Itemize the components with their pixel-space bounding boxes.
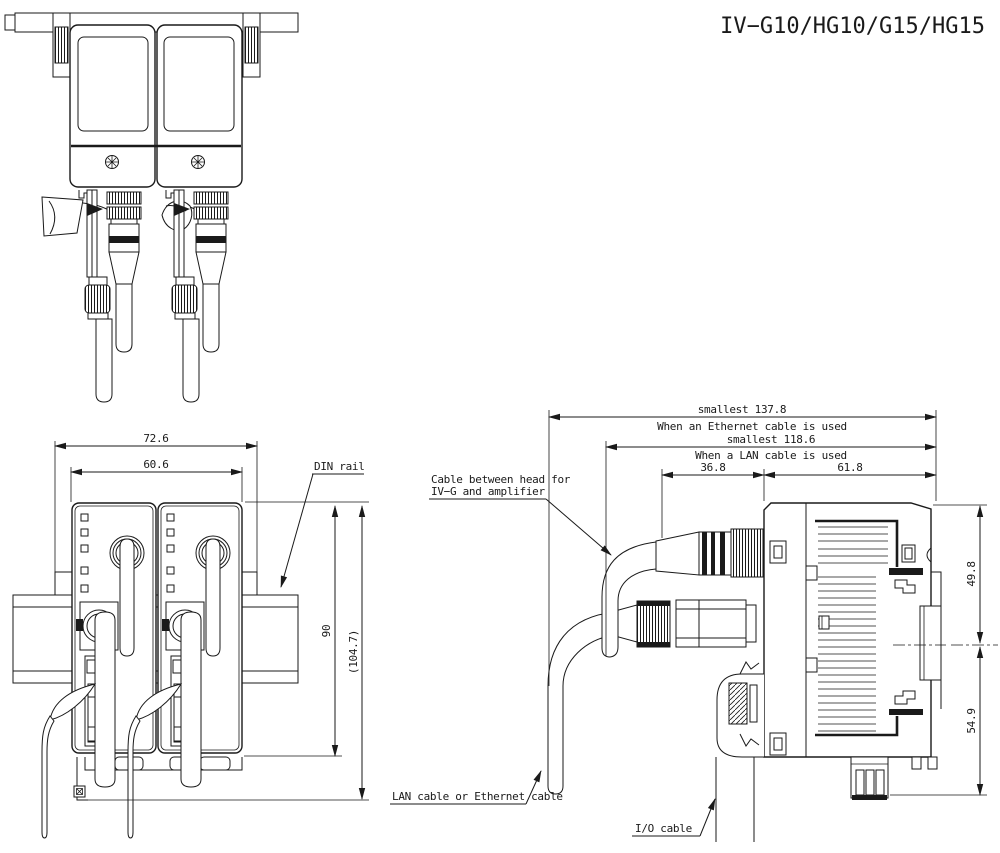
io-cable-label: I/O cable xyxy=(635,822,692,835)
dim-upper-height-text: 49.8 xyxy=(965,561,978,586)
head-cable-label-line1: Cable between head for xyxy=(431,473,571,486)
unit-2-connectors xyxy=(165,189,229,403)
head-connector-and-cable xyxy=(601,528,764,658)
lan-connector-and-cable xyxy=(547,599,757,795)
dim-body-depth-text: 61.8 xyxy=(837,461,862,474)
unit-1-lid xyxy=(77,36,149,132)
rail-clip-right xyxy=(242,12,261,78)
din-rail-channel xyxy=(919,605,942,681)
dimensions-side-view: smallest 137.8 When an Ethernet cable is… xyxy=(548,403,987,796)
io-cable-leader xyxy=(699,798,716,837)
side-view xyxy=(547,502,998,842)
heat-sink-fins xyxy=(818,526,888,732)
dim-unit-width-text: 60.6 xyxy=(143,458,168,471)
labels-side-view: Cable between head for IV−G and amplifie… xyxy=(390,473,716,837)
terminal-block xyxy=(850,756,889,800)
rail-end-cap xyxy=(4,14,16,31)
din-rail-leader xyxy=(280,473,314,588)
lan-note-text: When a LAN cable is used xyxy=(695,449,847,462)
dim-outer-width-text: 72.6 xyxy=(143,432,168,445)
head-cable-leader xyxy=(545,498,612,556)
dimensions-front-view: 72.6 60.6 90 (104.7) DIN rail xyxy=(54,432,369,801)
drawing-title: IV−G10/HG10/G15/HG15 xyxy=(720,14,985,39)
lan-cable-leader xyxy=(525,770,542,805)
front-view xyxy=(12,502,299,839)
din-rail-label: DIN rail xyxy=(314,460,365,473)
unit-1-connectors xyxy=(78,189,142,403)
top-view-units-on-rail xyxy=(4,12,299,403)
dim-ethernet-total-text: smallest 137.8 xyxy=(698,403,787,416)
rail-clip-left xyxy=(52,12,71,78)
io-connector xyxy=(716,661,764,758)
dim-overall-height-text: (104.7) xyxy=(347,630,360,674)
head-cable-label-line2: IV−G and amplifier xyxy=(431,485,545,498)
dim-lower-height-text: 54.9 xyxy=(965,708,978,733)
ethernet-note-text: When an Ethernet cable is used xyxy=(657,420,847,433)
unit-1-screw xyxy=(105,155,119,169)
io-cable xyxy=(715,757,755,842)
head-cable xyxy=(601,541,657,658)
lan-cable-label: LAN cable or Ethernet cable xyxy=(392,790,563,803)
dim-lan-total-text: smallest 118.6 xyxy=(727,433,816,446)
unit-2-screw xyxy=(191,155,205,169)
unit-2-lid xyxy=(163,36,235,132)
din-clip-side xyxy=(894,571,942,709)
dim-body-height-text: 90 xyxy=(320,625,333,638)
lan-cable xyxy=(547,611,616,795)
dim-connector-length-text: 36.8 xyxy=(700,461,725,474)
